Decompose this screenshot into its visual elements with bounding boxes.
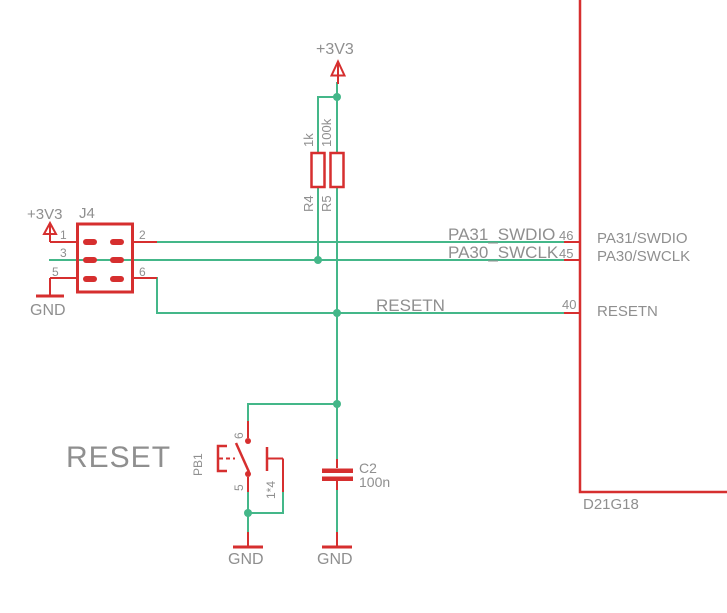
r4-body bbox=[310, 151, 326, 189]
ic-pin45-number: 45 bbox=[559, 246, 574, 261]
r5-ref-label: R5 bbox=[319, 195, 334, 212]
pb1-bridge-label: 1*4 bbox=[264, 480, 278, 499]
j4-body bbox=[76, 222, 134, 294]
ic-d21g18-symbol[interactable] bbox=[564, 0, 727, 494]
resistor-r5-symbol[interactable] bbox=[329, 151, 345, 189]
j4-pad6 bbox=[110, 276, 124, 282]
j4-connector-symbol[interactable] bbox=[50, 222, 157, 294]
ic-pin45-name: PA30/SWCLK bbox=[597, 248, 691, 265]
j4-pin-stubs bbox=[50, 241, 157, 279]
ic-pin46-number: 46 bbox=[559, 228, 574, 243]
c2-value-label: 100n bbox=[359, 474, 391, 490]
gnd-j4-label: GND bbox=[30, 302, 66, 319]
r4-ref-label: R4 bbox=[301, 195, 316, 212]
net-label-swclk: PA30_SWCLK bbox=[448, 243, 559, 262]
pb1-contact-bottom bbox=[245, 471, 251, 477]
vcc-j4-arrow-icon bbox=[42, 220, 58, 235]
j4-pad2 bbox=[110, 239, 124, 245]
pb1-ref-label: PB1 bbox=[191, 453, 205, 476]
gnd-j4-symbol[interactable] bbox=[36, 278, 64, 298]
r5-body bbox=[329, 151, 345, 189]
j4-pin5-number: 5 bbox=[52, 265, 59, 279]
c2-ref-label: C2 bbox=[359, 460, 377, 476]
j4-pad5 bbox=[83, 276, 97, 282]
r4-value-label: 1k bbox=[301, 133, 316, 147]
ic-pin-stubs bbox=[564, 241, 580, 314]
j4-pin3-number: 3 bbox=[60, 246, 67, 260]
gnd-cap-label: GND bbox=[317, 551, 353, 568]
j4-pads bbox=[83, 239, 124, 282]
junction-resetn bbox=[333, 309, 341, 317]
vcc-top-arrow-icon bbox=[329, 59, 347, 77]
capacitor-c2-symbol[interactable] bbox=[322, 459, 353, 490]
ic-ref-label: D21G18 bbox=[583, 496, 639, 513]
gnd-cap-symbol[interactable] bbox=[322, 532, 352, 549]
net-label-resetn: RESETN bbox=[376, 296, 445, 315]
c2-plate-top bbox=[322, 468, 353, 473]
junction-vcc bbox=[333, 93, 341, 101]
j4-pad3 bbox=[83, 257, 97, 263]
j4-pin6-number: 6 bbox=[139, 265, 146, 279]
j4-ref-label: J4 bbox=[79, 205, 95, 222]
pb1-lever bbox=[234, 442, 251, 473]
j4-pin1-number: 1 bbox=[60, 228, 67, 242]
junction-button bbox=[333, 400, 341, 408]
vcc-j4-label: +3V3 bbox=[27, 206, 63, 223]
junction-bridge bbox=[244, 509, 252, 517]
pushbutton-pb1-symbol[interactable] bbox=[216, 421, 284, 492]
junction-dots bbox=[244, 93, 341, 517]
pb1-actuator-bracket bbox=[216, 444, 227, 473]
pb1-pin6-number: 6 bbox=[232, 432, 246, 439]
vcc-j4-symbol[interactable] bbox=[42, 220, 58, 242]
j4-pad4 bbox=[110, 257, 124, 263]
ic-pin40-number: 40 bbox=[562, 297, 577, 312]
j4-pin2-number: 2 bbox=[139, 228, 146, 242]
pb1-pin5-number: 5 bbox=[232, 484, 246, 491]
net-label-swdio: PA31_SWDIO bbox=[448, 225, 556, 244]
vcc-top-label: +3V3 bbox=[316, 41, 354, 58]
c2-plate-bottom bbox=[322, 476, 353, 481]
vcc-top-symbol[interactable] bbox=[329, 59, 347, 85]
ic-border bbox=[578, 0, 727, 494]
j4-pad1 bbox=[83, 239, 97, 245]
r5-value-label: 100k bbox=[319, 118, 334, 147]
ic-pin46-name: PA31/SWDIO bbox=[597, 230, 688, 247]
gnd-button-symbol[interactable] bbox=[233, 532, 263, 549]
gnd-button-label: GND bbox=[228, 551, 264, 568]
ic-pin40-name: RESETN bbox=[597, 303, 658, 320]
junction-r4-swclk bbox=[314, 256, 322, 264]
reset-net-label: RESET bbox=[66, 441, 172, 474]
pb1-contact-top bbox=[245, 438, 251, 444]
resistor-r4-symbol[interactable] bbox=[310, 151, 326, 189]
